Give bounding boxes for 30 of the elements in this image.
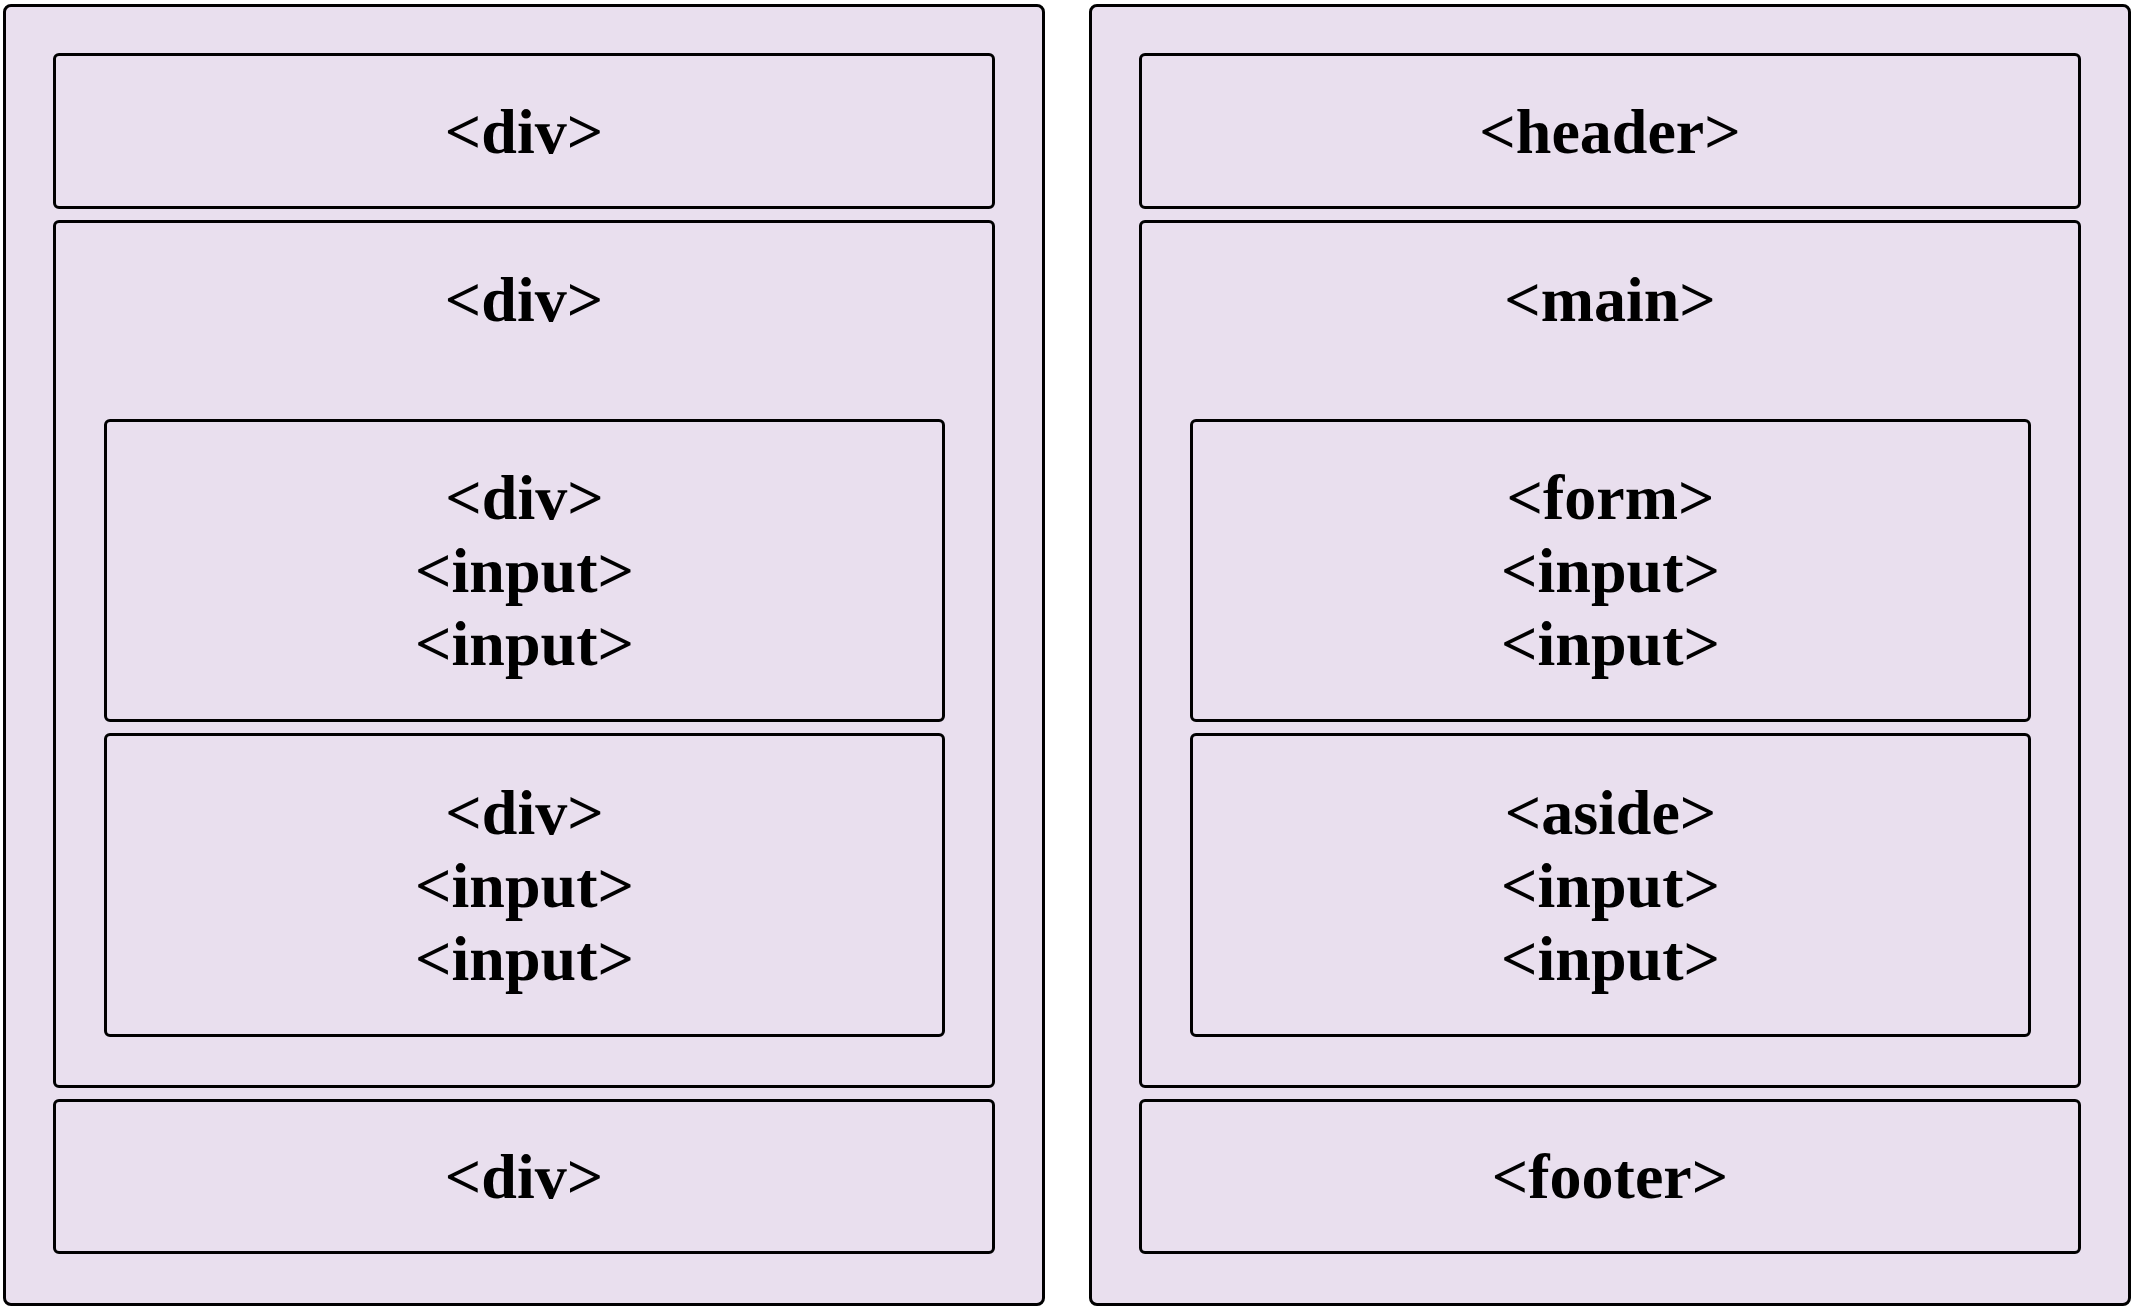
element-box [53, 53, 995, 209]
tag-label: <input> [1501, 921, 1720, 995]
container-box [1089, 4, 2131, 1306]
tag-label: <footer> [1491, 1140, 1729, 1213]
tag-label: <form> [1506, 461, 1715, 534]
element-box [53, 1099, 995, 1254]
tag-label: <div> [444, 94, 604, 168]
tag-label: <div> [445, 775, 604, 849]
element-box [1190, 733, 2031, 1037]
element-box [1190, 419, 2031, 722]
element-box [104, 733, 945, 1037]
tag-label: <input> [1501, 848, 1720, 922]
element-box [104, 419, 945, 722]
tag-label: <div> [444, 263, 604, 336]
tag-label: <aside> [1504, 775, 1717, 849]
tag-label: <header> [1479, 94, 1741, 168]
tag-label: <div> [444, 1140, 604, 1213]
element-box [1139, 1099, 2081, 1254]
tag-label: <input> [1501, 534, 1720, 607]
tag-label: <main> [1504, 263, 1716, 336]
tag-label: <input> [415, 607, 634, 680]
tag-label: <div> [445, 461, 604, 534]
tag-label: <input> [415, 921, 634, 995]
container-box [3, 4, 1045, 1306]
element-box [1139, 220, 2081, 1088]
tag-label: <input> [415, 534, 634, 607]
element-box [53, 220, 995, 1088]
tag-label: <input> [415, 848, 634, 922]
tag-label: <input> [1501, 607, 1720, 680]
element-box [1139, 53, 2081, 209]
